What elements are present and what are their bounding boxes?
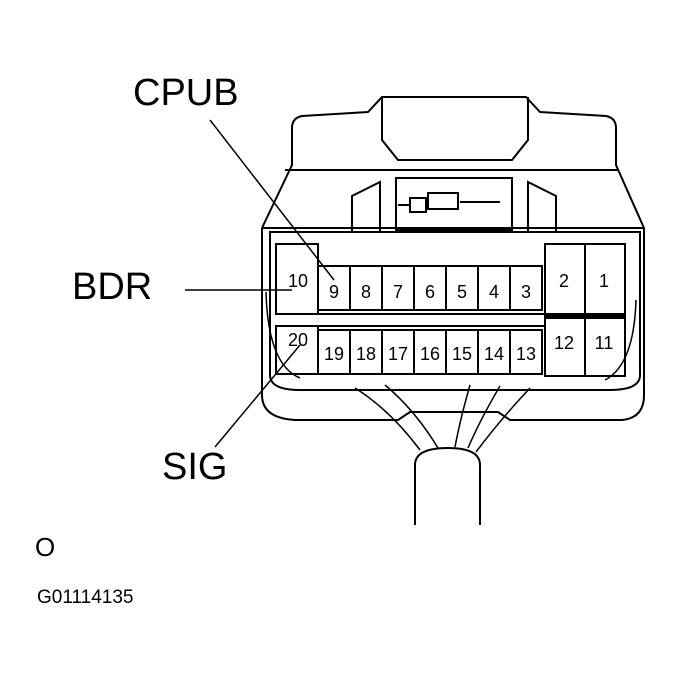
sig-label: SIG	[162, 446, 228, 488]
pin-number: 19	[324, 344, 344, 364]
pin-number: 11	[595, 333, 614, 353]
pin-number: 6	[425, 282, 435, 302]
pin-face	[265, 231, 641, 391]
pin-cell-11	[584, 317, 626, 377]
pin-number: 12	[554, 333, 574, 353]
cpub-label: CPUB	[133, 72, 239, 114]
connector-housing	[261, 96, 645, 421]
pin-number: 5	[457, 282, 467, 302]
pin-number: 4	[489, 282, 499, 302]
pin-number: 13	[516, 344, 536, 364]
cpub-leader-line	[209, 119, 335, 281]
pin-number: 1	[599, 271, 609, 291]
pin-number: 9	[329, 282, 339, 302]
bdr-label: BDR	[72, 266, 153, 308]
pin-cell-3	[509, 265, 543, 311]
pin-number: 14	[484, 344, 504, 364]
pin-cell-13	[509, 329, 543, 375]
figure-code: G01114135	[37, 587, 134, 608]
pin-number: 7	[393, 282, 403, 302]
view-indicator: O	[35, 532, 56, 562]
pin-cell-1	[584, 243, 626, 317]
pin-number: 20	[288, 330, 308, 350]
pin-number: 10	[288, 271, 308, 291]
pin-number: 17	[388, 344, 408, 364]
lock-latch	[351, 177, 557, 232]
cable	[354, 384, 531, 525]
pin-number: 15	[452, 344, 472, 364]
sig-leader-line	[214, 344, 301, 448]
leader-lines	[185, 119, 335, 448]
pin-number: 18	[356, 344, 376, 364]
pin-number: 16	[420, 344, 440, 364]
pin-numbers: 10 9 8 7 6 5 4 3 2 1 20 19 18 17 16 15 1…	[288, 271, 613, 364]
pin-number: 8	[361, 282, 371, 302]
pin-number: 2	[559, 271, 569, 291]
pin-number: 3	[521, 282, 531, 302]
